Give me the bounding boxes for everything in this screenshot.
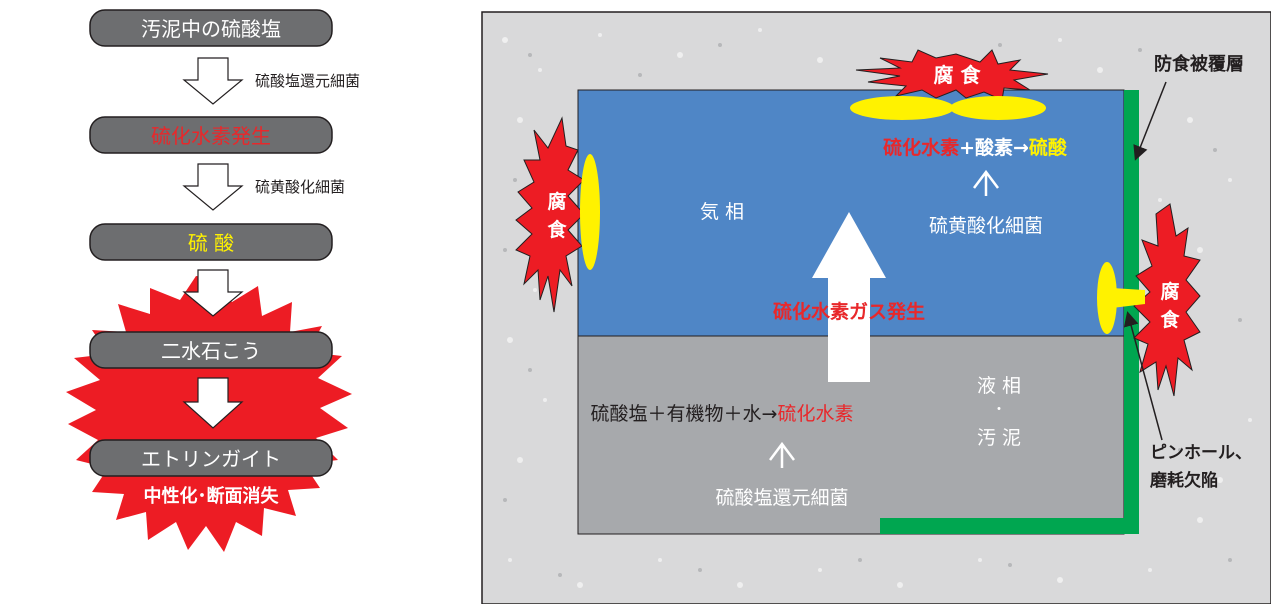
- flow-step-sulfuric-acid-box: [89, 223, 333, 261]
- concrete-texture-dark: [503, 43, 1242, 577]
- liquid-phase-dot: ・: [992, 402, 1006, 418]
- flow-result-neutralization: 中性化･断面消失: [144, 485, 280, 507]
- liquid-reaction-reactants: 硫酸塩＋有機物＋水→: [591, 403, 778, 425]
- hollow-arrow-icon: [182, 269, 244, 317]
- corrosion-burst-right: [1133, 203, 1201, 397]
- flow-step-sulfuric-acid: 硫 酸: [188, 231, 234, 255]
- concrete-texture: [502, 28, 1252, 588]
- up-arrow-icon: [769, 441, 795, 468]
- hollow-arrow-icon: [182, 57, 244, 105]
- sewer-cross-section: 腐 食 腐 食 腐 食 硫化水素+酸素→硫酸 硫黄酸化細菌 気 相 硫化水素ガス…: [481, 11, 1271, 604]
- flow-step-ettringite-box: [89, 439, 333, 477]
- flow-step-gypsum-box: [89, 331, 333, 369]
- flow-step-sulfate: 汚泥中の硫酸塩: [141, 17, 281, 41]
- acid-deposit: [580, 154, 600, 270]
- coating-label: 防食被覆層: [1154, 53, 1244, 75]
- flow-step-sulfate-box: [89, 9, 333, 47]
- acid-deposit: [950, 96, 1046, 120]
- corrosion-burst-left: [515, 116, 585, 313]
- gas-reaction-acid: 硫酸: [1029, 136, 1068, 159]
- gas-bacteria-label: 硫黄酸化細菌: [929, 215, 1043, 237]
- gas-reaction: 硫化水素+酸素→硫酸: [883, 136, 1068, 159]
- corrosion-right-label-1: 腐: [1160, 280, 1179, 303]
- flow-arrow-label-sulfate-reducing: 硫酸塩還元細菌: [255, 72, 360, 90]
- flow-step-ettringite: エトリンガイト: [141, 447, 281, 471]
- corrosion-burst-top: [855, 49, 1049, 101]
- corrosion-top-label: 腐 食: [934, 63, 982, 87]
- acid-deposit: [850, 96, 954, 120]
- acid-deposit: [1097, 262, 1117, 334]
- coating-leader-line: [1133, 81, 1167, 161]
- corrosion-left-label-2: 食: [547, 218, 567, 241]
- gas-phase-label: 気 相: [700, 201, 744, 223]
- gas-reaction-oxygen: +酸素→: [959, 136, 1029, 159]
- sludge-label: 汚 泥: [977, 427, 1021, 449]
- liquid-bacteria-label: 硫酸塩還元細菌: [715, 487, 848, 509]
- pinhole-label-2: 磨耗欠陥: [1150, 470, 1218, 491]
- liquid-reaction-h2s: 硫化水素: [777, 403, 853, 425]
- solid-arrow-icon: [182, 377, 244, 429]
- h2s-generation-label: 硫化水素ガス発生: [773, 300, 925, 323]
- hollow-arrow-icon: [182, 163, 244, 211]
- liquid-phase-label: 液 相: [977, 375, 1021, 397]
- h2s-gas-arrow-icon: [812, 212, 886, 382]
- flow-arrow-label-sulfur-oxidizing: 硫黄酸化細菌: [255, 178, 345, 196]
- flow-chart: 汚泥中の硫酸塩 硫酸塩還元細菌 硫化水素発生 硫黄酸化細菌 硫 酸 二水石こう …: [66, 9, 360, 552]
- up-arrow-icon: [973, 169, 999, 196]
- gas-reaction-h2s: 硫化水素: [883, 136, 959, 159]
- pinhole-leader-line: [1123, 311, 1163, 441]
- pinhole-label-1: ピンホール、: [1150, 443, 1252, 463]
- liquid-reaction: 硫酸塩＋有機物＋水→硫化水素: [591, 403, 854, 425]
- flow-step-h2s: 硫化水素発生: [151, 124, 271, 148]
- flow-step-gypsum: 二水石こう: [161, 339, 261, 363]
- corrosion-right-label-2: 食: [1160, 308, 1180, 331]
- corrosion-left-label-1: 腐: [547, 190, 566, 213]
- flow-step-h2s-box: [89, 116, 333, 154]
- acid-penetration: [1112, 288, 1145, 308]
